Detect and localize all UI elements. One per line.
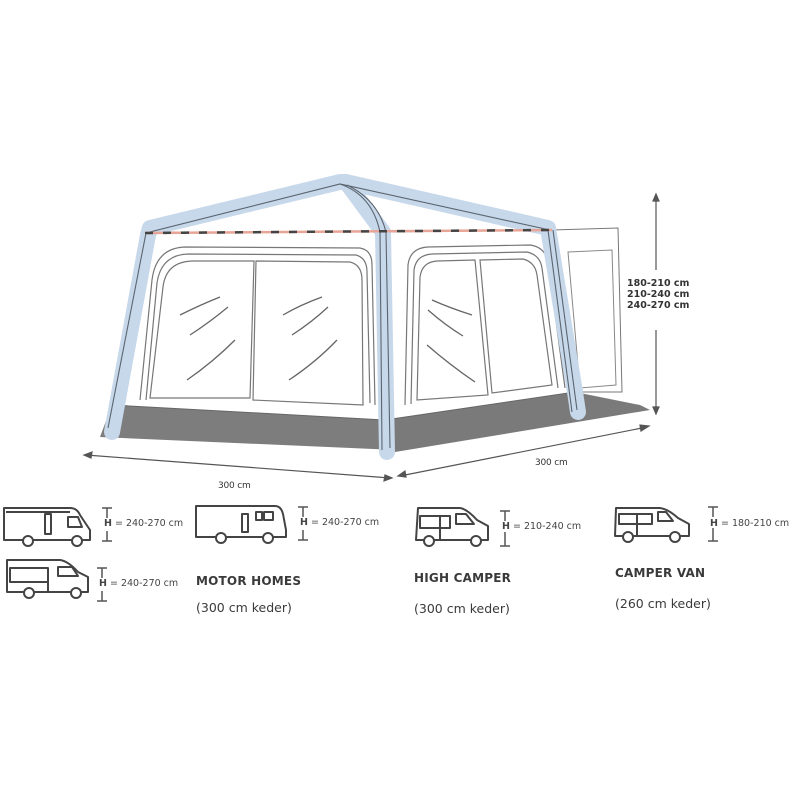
dimension-arrows <box>82 192 660 482</box>
category-keder-high-camper: (300 cm keder) <box>414 601 510 616</box>
height-range-item: 180-210 cm <box>627 278 690 289</box>
high-camper-height: H = 210-240 cm <box>502 521 582 532</box>
motorhome-integrated-height: H = 240-270 cm <box>300 517 380 528</box>
height-range-item: 240-270 cm <box>627 300 690 311</box>
height-range-list: 180-210 cm 210-240 cm 240-270 cm <box>627 278 689 311</box>
category-title-camper-van: CAMPER VAN <box>615 566 706 580</box>
category-title-high-camper: HIGH CAMPER <box>414 571 512 585</box>
category-keder-motorhomes: (300 cm keder) <box>196 600 292 615</box>
high-camper-icon <box>415 507 489 547</box>
awning-skirt-front <box>100 405 395 450</box>
height-bracket-icons <box>97 506 718 602</box>
category-keder-camper-van: (260 cm keder) <box>615 596 711 611</box>
side-window-glare <box>426 299 476 383</box>
motorhome-panel-van-height: H = 240-270 cm <box>99 578 179 589</box>
camper-van-height: H = 180-210 cm <box>710 518 790 529</box>
side-depth-label: 300 cm <box>535 458 568 468</box>
category-title-motorhomes: MOTOR HOMES <box>196 574 302 588</box>
motorhome-coachbuilt-height: H = 240-270 cm <box>104 518 184 529</box>
motorhome-coachbuilt-icon <box>3 507 91 547</box>
motorhome-integrated-icon <box>195 505 287 544</box>
motorhome-panel-van-icon <box>6 559 89 599</box>
front-window-frame <box>139 246 376 406</box>
camper-van-icon <box>614 507 690 543</box>
height-range-item: 210-240 cm <box>627 289 690 300</box>
front-width-label: 300 cm <box>218 481 251 491</box>
side-window-frame <box>404 244 566 406</box>
front-window-glare <box>179 296 338 381</box>
